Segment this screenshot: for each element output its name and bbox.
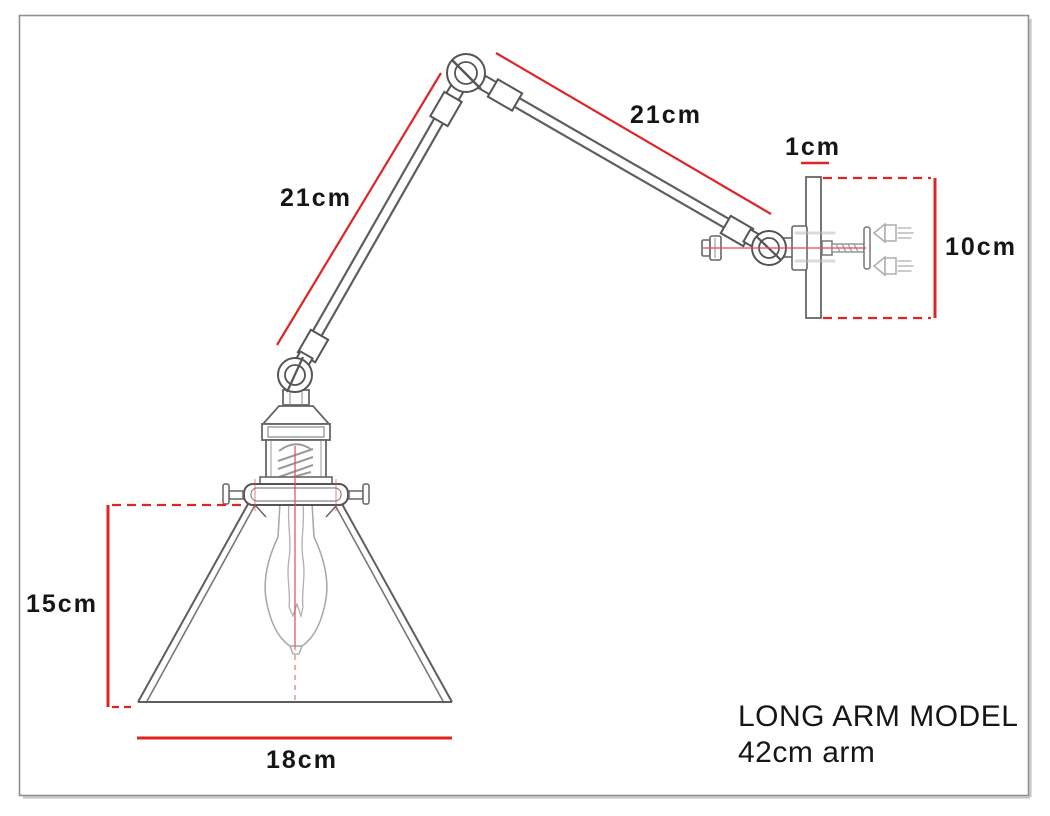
centerline-ring-ticks: [254, 479, 337, 511]
frame-border: [18, 14, 1030, 797]
bulb-glass: [264, 536, 328, 647]
socket-band-inset: [267, 426, 325, 438]
dim-label-shade-diameter: 18cm: [266, 746, 338, 774]
elbow-joint-inner: [454, 61, 478, 85]
ring-screw-left-shaft: [228, 490, 244, 500]
elbow-joint-slot: [451, 59, 482, 90]
dim-label-plate-height: 10cm: [945, 233, 1017, 261]
upper-arm-tube: [481, 78, 756, 244]
lamp-joint: [277, 356, 313, 393]
dim-label-lower-arm: 21cm: [280, 184, 352, 212]
socket-band: [261, 423, 331, 441]
model-subtitle: 42cm arm: [738, 736, 876, 769]
bulb-tip: [289, 645, 303, 655]
lamp-joint-inner: [284, 364, 306, 386]
ring-braces: [254, 504, 338, 518]
frame: [18, 14, 1032, 799]
ring-screw-right-bar: [362, 483, 370, 505]
ring-screw-left-bar: [222, 483, 230, 505]
shade-inner-wall: [145, 504, 445, 704]
lamp-shade: [137, 503, 453, 704]
socket-nut-lines: [289, 391, 303, 404]
lower-arm-tube: [298, 89, 461, 361]
frame-shadow: [23, 19, 1032, 799]
socket-body: [265, 439, 327, 481]
bulb-neck: [277, 502, 315, 538]
dim-line-upper-arm: [495, 52, 772, 215]
shade-outer-wall: [137, 503, 453, 703]
dim-label-shade-height: 15cm: [26, 590, 98, 618]
dim-label-upper-arm: 21cm: [630, 101, 702, 129]
elbow-joint: [446, 53, 486, 93]
bracket-tabs: [794, 231, 836, 263]
lamp-joint-slot: [285, 356, 305, 393]
socket-body-lines: [270, 441, 322, 479]
lower-arm-sleeve-elbow: [428, 90, 464, 128]
light-bulb: [264, 502, 328, 655]
bulb-filament: [287, 503, 305, 619]
dim-line-lower-arm: [276, 72, 442, 346]
shade-fitter-ring: [243, 483, 349, 506]
upper-arm-sleeve-elbow: [486, 77, 524, 113]
lower-arm: [292, 82, 466, 372]
dim-label-plate-thickness: 1cm: [785, 133, 842, 161]
ring-screw-right-shaft: [348, 490, 364, 500]
model-title: LONG ARM MODEL: [738, 700, 1019, 733]
dimension-lines: [106, 52, 937, 740]
fitter-ring-inset: [250, 487, 342, 502]
